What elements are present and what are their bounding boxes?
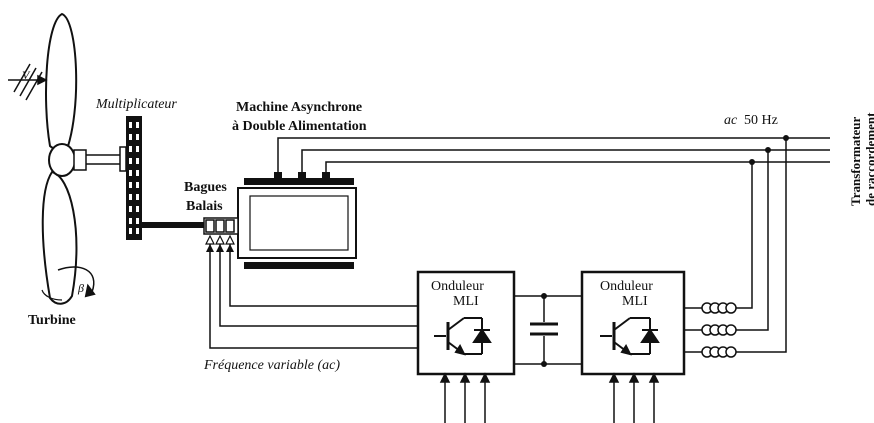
machine-label-line1: Machine Asynchrone: [236, 100, 362, 115]
inverter-left-box: [416, 270, 516, 376]
transformer-label-group: Transformateur de raccordement: [848, 112, 874, 206]
high-speed-shaft: [142, 222, 204, 228]
stator-lines: [277, 137, 830, 172]
inverter-right-control: [608, 372, 660, 423]
gear-icon: [126, 116, 142, 240]
dc-link: [514, 295, 582, 365]
inverter-right-box: [580, 270, 686, 376]
inverter-right-label-line1: Onduleur: [600, 279, 653, 294]
inverter-right-label-line2: MLI: [622, 294, 648, 309]
igbt-switch-icon: [600, 317, 650, 356]
inverter-left-control: [439, 372, 491, 423]
hub: [48, 143, 87, 177]
igbt-switch-icon: [434, 317, 482, 356]
gearbox-label: Multiplicateur: [95, 97, 177, 112]
gear-hub: [119, 146, 127, 172]
transformer-label-line2: de raccordement: [863, 112, 874, 206]
grid-freq-prefix: ac: [724, 113, 738, 128]
capacitor-icon: [530, 322, 558, 336]
rings-label-line2: Balais: [186, 199, 223, 214]
dc-link-dots: [541, 293, 547, 367]
inverter-left-label-line1: Onduleur: [431, 279, 484, 294]
inductor-icon: [701, 302, 737, 358]
transformer-label-line1: Transformateur: [848, 116, 863, 206]
pitch-angle-label: β: [77, 281, 84, 295]
inverter-left-label-line2: MLI: [453, 294, 479, 309]
rings-label-line1: Bagues: [184, 180, 227, 195]
wind-speed-label: V: [22, 68, 31, 82]
rotor-arrows: [206, 244, 234, 252]
turbine-blades-icon: [41, 12, 96, 305]
diode-icon: [640, 318, 660, 354]
rotor-lines: [209, 244, 418, 349]
dfig-machine: [237, 172, 357, 269]
turbine-label: Turbine: [28, 313, 76, 328]
variable-frequency-label: Fréquence variable (ac): [203, 358, 340, 373]
diode-icon: [472, 318, 492, 354]
grid-freq-value: 50 Hz: [744, 113, 778, 128]
slip-rings: [203, 217, 239, 235]
grid-side-lines: [684, 138, 787, 353]
machine-label-line2: à Double Alimentation: [232, 119, 367, 134]
low-speed-shaft: [86, 154, 120, 165]
brushes: [205, 234, 235, 245]
wind-arrows-icon: [8, 63, 48, 101]
